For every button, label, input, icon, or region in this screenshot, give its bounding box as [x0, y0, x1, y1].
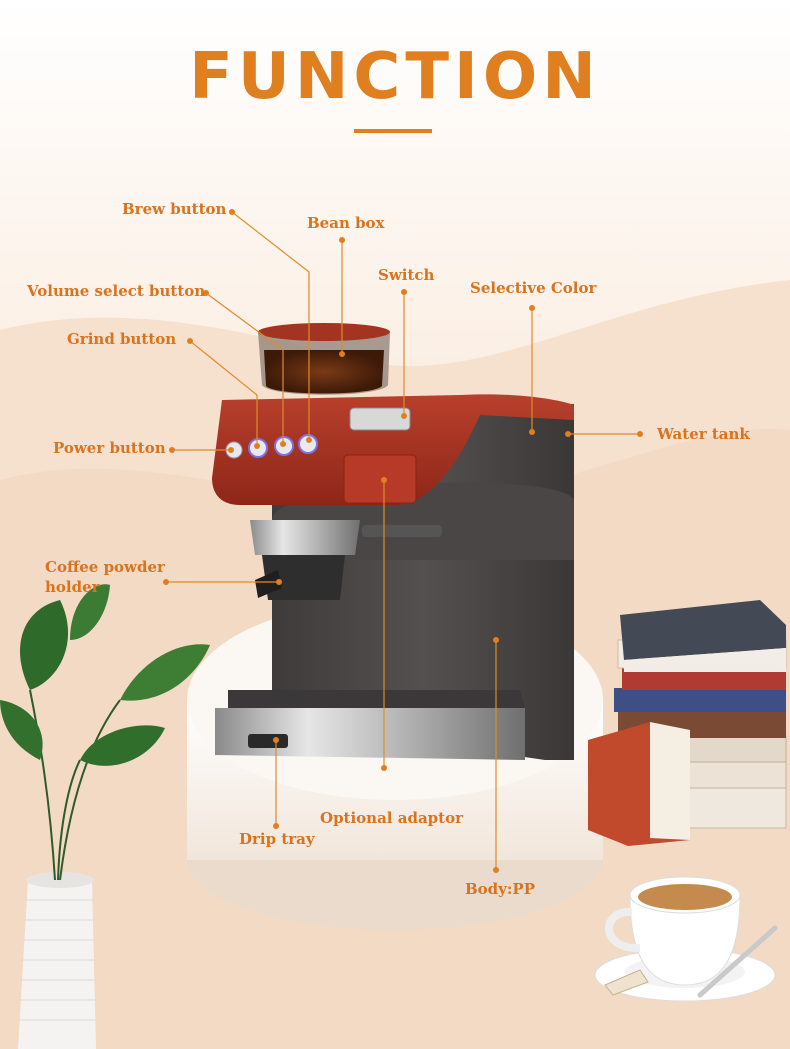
label-drip-tray: Drip tray: [239, 830, 315, 848]
potted-plant: [0, 584, 210, 1049]
label-power-button: Power button: [53, 439, 166, 457]
label-volume-select-button: Volume select button: [27, 282, 206, 300]
label-coffee-powder-holder-line1: Coffee powder: [45, 558, 165, 576]
label-bean-box: Bean box: [307, 214, 385, 232]
label-coffee-powder-holder-line2: holder: [45, 578, 100, 596]
callout-lines: [163, 209, 643, 873]
label-optional-adaptor: Optional adaptor: [320, 809, 463, 827]
coffee-cup: [594, 876, 778, 1002]
coffee-machine: [212, 323, 574, 760]
book-stack: [588, 600, 787, 846]
label-water-tank: Water tank: [657, 425, 750, 443]
title-underline: [354, 129, 432, 133]
page-title: FUNCTION: [189, 40, 601, 114]
label-selective-color: Selective Color: [470, 279, 597, 297]
label-switch: Switch: [378, 266, 435, 284]
label-grind-button: Grind button: [67, 330, 177, 348]
label-body-pp: Body:PP: [465, 880, 535, 898]
label-brew-button: Brew button: [122, 200, 227, 218]
